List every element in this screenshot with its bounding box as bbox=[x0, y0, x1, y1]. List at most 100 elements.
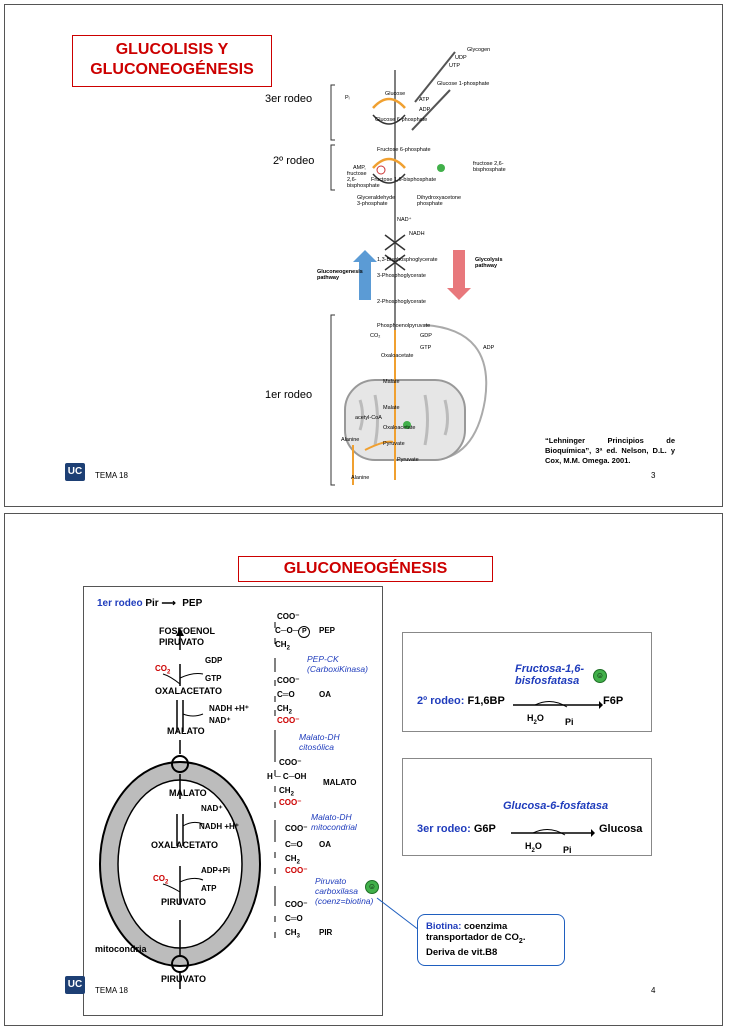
transporter-top bbox=[171, 755, 189, 773]
pi-label-2: Pi bbox=[565, 717, 574, 727]
smiley-icon-2: ☺ bbox=[593, 669, 607, 683]
oa2-label: OA bbox=[319, 840, 331, 849]
alanine-label-1: Alanine bbox=[341, 437, 360, 443]
structure-bonds bbox=[274, 622, 276, 938]
third-bypass-panel: Glucosa-6-fosfatasa 3er rodeo: G6P H2O P… bbox=[402, 758, 652, 856]
glycolysis-pathway-label: Glycolysis pathway bbox=[475, 257, 503, 269]
bracket-3 bbox=[330, 84, 335, 141]
amp-label: AMP, bbox=[353, 165, 366, 171]
rodeo-1-label: 1er rodeo bbox=[265, 389, 313, 401]
gdp-curve bbox=[179, 673, 204, 679]
oaa-label-2: Oxaloacetate bbox=[383, 425, 416, 431]
g3p-label: Glyceraldehyde 3-phosphate bbox=[357, 195, 396, 207]
atp-label: ATP bbox=[201, 884, 217, 893]
oa1-ch2: CH2 bbox=[277, 704, 292, 716]
malato-mito-label: MALATO bbox=[169, 788, 207, 798]
oaa-label-1: Oxaloacetate bbox=[381, 353, 414, 359]
pir-label: PIR bbox=[319, 928, 333, 937]
pep-coo: COO⁻ bbox=[277, 612, 300, 621]
cristae bbox=[358, 394, 449, 446]
second-bypass-panel: Fructosa-1,6- bisfosfatasa ☺ 2º rodeo: F… bbox=[402, 632, 652, 732]
co2-label-1: CO₂ bbox=[370, 333, 381, 339]
alanine-arrow bbox=[364, 440, 394, 451]
bpg-label: 1,3-Bisphosphoglycerate bbox=[377, 257, 438, 263]
dhap-label: Dihydroxyacetone phosphate bbox=[417, 195, 462, 207]
pc-enzyme: Piruvato carboxilasa (coenz=biotina) bbox=[315, 876, 374, 906]
arrowhead-pep bbox=[176, 628, 184, 636]
3pg-label: 3-Phosphoglycerate bbox=[377, 273, 426, 279]
adp-label-top: ADP bbox=[419, 107, 431, 113]
note-connector bbox=[376, 897, 420, 931]
mal-coo-bottom: COO⁻ bbox=[279, 798, 302, 807]
mitochondria-diagram bbox=[99, 628, 261, 989]
rodeo-2-label: 2º rodeo: bbox=[417, 695, 465, 707]
gluconeogenesis-pathway-label: Gluconeogenesis pathway bbox=[317, 269, 363, 281]
f6p-label: F6P bbox=[603, 695, 624, 707]
oxalacetato-mito-label: OXALACETATO bbox=[151, 840, 218, 850]
gdp-label: GDP bbox=[205, 656, 223, 665]
bracket-2 bbox=[330, 144, 335, 191]
malato-label: MALATO bbox=[323, 778, 357, 787]
h2o-label-3: H2O bbox=[525, 841, 542, 854]
udp-label: UDP bbox=[455, 55, 467, 61]
oa1-coo: COO⁻ bbox=[277, 676, 300, 685]
rodeo-2-label: 2º rodeo bbox=[273, 155, 315, 167]
mdh-cytosolic-enzyme: Malato-DH citosólica bbox=[299, 732, 340, 752]
oa2-coo-bottom: COO⁻ bbox=[285, 866, 308, 875]
rodeo-3-label: 3er rodeo bbox=[265, 93, 313, 105]
fbpase-enzyme: Fructosa-1,6- bisfosfatasa bbox=[515, 663, 585, 687]
co2-curve bbox=[162, 673, 181, 685]
oa2-ch2: CH2 bbox=[285, 854, 300, 866]
gluconeogenesis-arrow bbox=[353, 250, 377, 300]
nad-mito-label: NAD⁺ bbox=[201, 804, 223, 813]
smiley-icon: ☺ bbox=[365, 880, 379, 894]
tema-label: TEMA 18 bbox=[95, 986, 128, 995]
pyruvate-label-1: Pyruvate bbox=[383, 441, 405, 447]
inhibit-marker bbox=[376, 165, 386, 175]
third-bypass-reaction: 3er rodeo: G6P bbox=[417, 823, 496, 835]
pi-label: Pᵢ bbox=[345, 95, 350, 101]
nadh-mito-label: NADH +H⁺ bbox=[199, 822, 240, 831]
slide-title: GLUCONEOGÉNESIS bbox=[238, 556, 493, 582]
nadh-label: NADH +H⁺ bbox=[209, 704, 250, 713]
f26bp-right-label: fructose 2,6-bisphosphate bbox=[473, 161, 506, 173]
fructose6p-label: Fructose 6-phosphate bbox=[377, 147, 431, 153]
title-line-2: GLUCONEOGÉNESIS bbox=[90, 61, 254, 78]
hexokinase-arrow-orange bbox=[372, 97, 406, 109]
malate-label-1: Malate bbox=[383, 379, 400, 385]
glucosa-label: Glucosa bbox=[599, 823, 643, 835]
slide-3: GLUCOLISIS Y GLUCONEOGÉNESIS 3er rodeo 2… bbox=[4, 4, 723, 507]
nadh-curve bbox=[182, 713, 204, 717]
oxalacetato-top-label: OXALACETATO bbox=[155, 686, 222, 696]
atp-cross bbox=[384, 254, 406, 271]
malate-label-2: Malate bbox=[383, 405, 400, 411]
pyruvate-label-2: Pyruvate bbox=[397, 457, 419, 463]
glucose1p-branch bbox=[411, 89, 451, 131]
gtp-label: GTP bbox=[420, 345, 432, 351]
alanine-label-2: Alanine bbox=[351, 475, 370, 481]
reference-citation: “Lehninger Principios de Bioquímica”, 3ª… bbox=[545, 436, 675, 465]
reaction-arrow-3 bbox=[511, 829, 595, 837]
glucose1p-label: Glucose 1-phosphate bbox=[437, 81, 490, 87]
fructose16bp-label: Fructose 1,6-bisphosphate bbox=[371, 177, 437, 183]
adp-pi-label: ADP+Pi bbox=[201, 866, 231, 875]
glucose-label: Glucose bbox=[385, 91, 406, 97]
slide-title: GLUCOLISIS Y GLUCONEOGÉNESIS bbox=[72, 35, 272, 87]
page-number: 3 bbox=[651, 471, 656, 480]
glycogen-branch bbox=[414, 51, 456, 103]
nad-mito-curve bbox=[182, 821, 204, 827]
pir-ch3: CH3 bbox=[285, 928, 300, 940]
oa1-coo-bottom: COO⁻ bbox=[277, 716, 300, 725]
pep-c-op: C─O─P bbox=[275, 626, 311, 638]
pir-coo: COO⁻ bbox=[285, 900, 308, 909]
biotin-note: Biotina: coenzima transportador de CO2. … bbox=[417, 914, 565, 966]
mal-h-c-oh: H ─ C─OH bbox=[267, 772, 307, 781]
pir-c-eq-o: C═O bbox=[285, 914, 303, 923]
first-bypass-header: 1er rodeo Pir ⟶ PEP bbox=[97, 598, 202, 609]
pep-ch2: CH2 bbox=[275, 640, 290, 652]
second-bypass-reaction: 2º rodeo: F1,6BP bbox=[417, 695, 505, 707]
uc-logo: UC bbox=[65, 976, 85, 994]
acetylcoa-label: acetyl-CoA bbox=[355, 415, 382, 421]
mdh-mito-enzyme: Malato-DH mitocondrial bbox=[311, 812, 357, 832]
pc-activate-marker bbox=[403, 421, 411, 429]
